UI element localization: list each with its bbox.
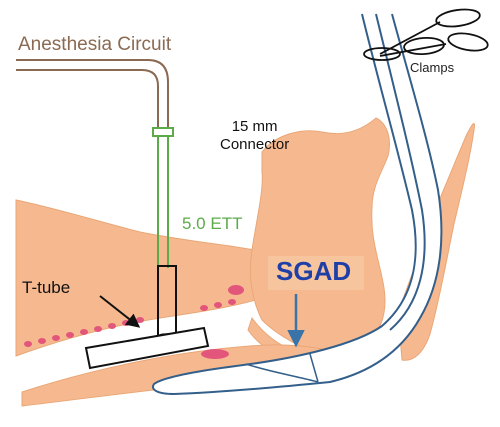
trachea-mucosa-dots (24, 285, 244, 347)
pharynx-tissue (249, 117, 390, 353)
clamps-icon (363, 8, 489, 61)
t-tube-label: T-tube (22, 278, 71, 297)
15mm-connector (152, 127, 174, 137)
t-tube-arrow (99, 295, 141, 328)
connector-label-name: Connector (220, 136, 290, 153)
clamps-label: Clamps (410, 60, 455, 75)
connector-label: 15 mm Connector (220, 118, 289, 154)
anesthesia-circuit-label: Anesthesia Circuit (18, 34, 172, 55)
sgad-label: SGAD (276, 256, 352, 286)
sgad-label-background (268, 256, 364, 290)
anesthesia-circuit-tube (16, 59, 169, 128)
t-tube (84, 326, 210, 370)
sgad-inner-tube (375, 13, 426, 331)
sgad-mask-cuff (245, 353, 319, 383)
ett-tube (157, 136, 169, 268)
connector-label-size: 15 mm (231, 118, 278, 135)
esophagus-lumen-spot (201, 349, 229, 359)
sgad-device (152, 13, 443, 396)
ett-label: 5.0 ETT (182, 214, 243, 233)
